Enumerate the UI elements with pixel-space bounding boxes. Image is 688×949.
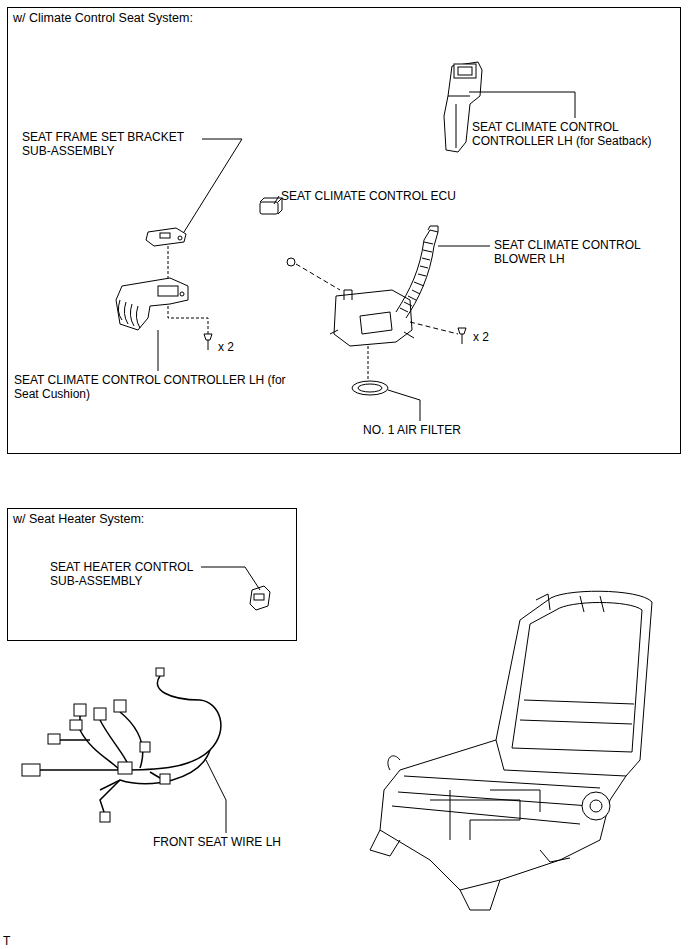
cushion-controller: [116, 278, 188, 330]
part-label: SEAT HEATER CONTROL SUB-ASSEMBLY: [50, 560, 210, 588]
part-label: SEAT FRAME SET BRACKET SUB-ASSEMBLY: [22, 130, 197, 158]
part-label: SEAT CLIMATE CONTROL CONTROLLER LH (for …: [472, 120, 667, 148]
wire-harness: [40, 676, 221, 812]
air-filter: [352, 381, 388, 395]
part-label: NO. 1 AIR FILTER: [363, 423, 461, 437]
part-label: SEAT CLIMATE CONTROL CONTROLLER LH (for …: [14, 373, 304, 401]
group-heading: w/ Climate Control Seat System:: [13, 11, 193, 25]
ecu-box: [260, 202, 278, 214]
blower: [330, 226, 438, 346]
part-label: x 2: [218, 340, 234, 354]
part-label: SEAT CLIMATE CONTROL ECU: [281, 189, 456, 203]
seat-frame: [370, 591, 652, 910]
group-heading: w/ Seat Heater System:: [13, 512, 144, 526]
part-label: FRONT SEAT WIRE LH: [153, 835, 281, 849]
leader-line: [158, 92, 575, 833]
screw: [458, 328, 466, 344]
part-label: SEAT CLIMATE CONTROL BLOWER LH: [494, 238, 654, 266]
screw: [204, 334, 212, 350]
part-label: x 2: [473, 330, 489, 344]
part-label: T: [3, 934, 10, 948]
